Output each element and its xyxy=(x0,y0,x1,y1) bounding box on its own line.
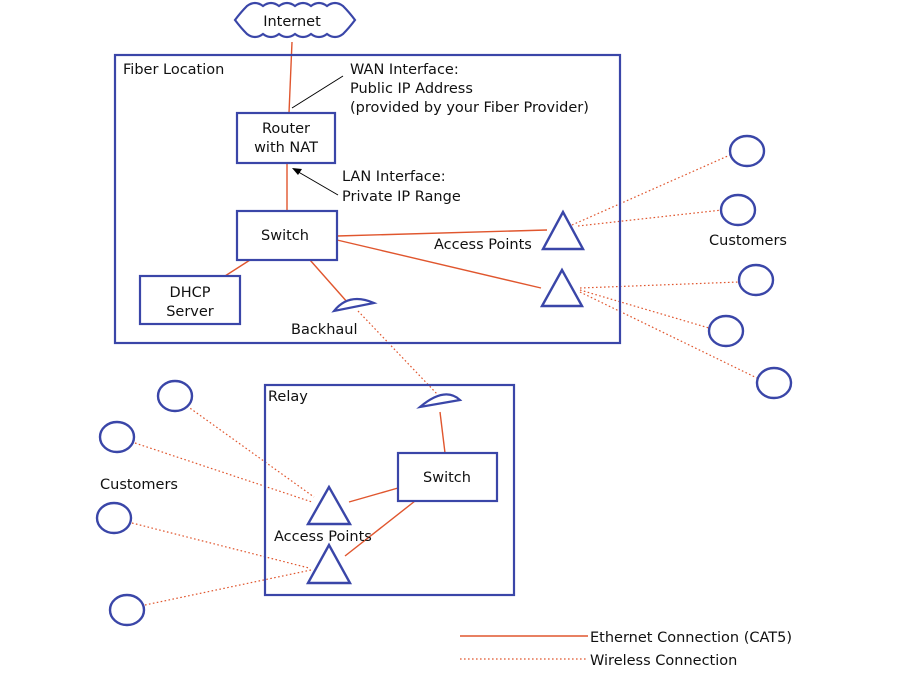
relay-switch-ap2-link xyxy=(344,500,416,557)
fiber-location-box xyxy=(113,53,622,345)
access-point-icon xyxy=(305,484,353,526)
customer-icon xyxy=(737,263,775,297)
legend-ethernet-label: Ethernet Connection (CAT5) xyxy=(590,630,792,646)
ap2-customer-link xyxy=(579,289,710,329)
customer-icon xyxy=(95,501,133,535)
switch-backhaul-link xyxy=(309,259,349,304)
customer-icon xyxy=(728,134,766,168)
router-label-line1: Router xyxy=(262,121,310,137)
switch-ap1-link xyxy=(336,229,548,237)
customer-icon xyxy=(108,593,146,627)
relay-box xyxy=(263,383,516,597)
relay-ap1-customer-link xyxy=(134,442,313,503)
ap2-customer-link xyxy=(579,281,740,289)
access-point-icon xyxy=(540,209,586,251)
backhaul-dish-icon xyxy=(331,297,378,313)
backhaul-wireless-link xyxy=(357,310,439,396)
customer-icon xyxy=(98,420,136,454)
relay-ap2-customer-link xyxy=(131,522,310,569)
fiber-customers-label: Customers xyxy=(709,233,787,249)
access-point-icon xyxy=(305,542,353,585)
relay-access-points-label: Access Points xyxy=(274,529,372,545)
customer-icon xyxy=(719,193,757,227)
relay-dish-icon xyxy=(416,393,463,409)
dhcp-label-line1: DHCP xyxy=(170,285,211,301)
legend-wireless-label: Wireless Connection xyxy=(590,653,737,669)
fiber-switch-node xyxy=(235,209,339,262)
dhcp-label-line2: Server xyxy=(166,304,214,320)
dhcp-server-node xyxy=(138,274,242,326)
customer-icon xyxy=(755,366,793,400)
lan-callout-line xyxy=(294,169,339,196)
fiber-location-title: Fiber Location xyxy=(123,62,224,78)
backhaul-label: Backhaul xyxy=(291,322,358,338)
switch-ap2-link xyxy=(336,239,542,289)
access-point-icon xyxy=(539,267,585,308)
relay-ap1-customer-link xyxy=(186,405,315,498)
wan-note-line1: WAN Interface: xyxy=(350,62,459,78)
wan-note-line2: Public IP Address xyxy=(350,81,473,97)
fiber-access-points-label: Access Points xyxy=(434,237,532,253)
lan-note-line1: LAN Interface: xyxy=(342,169,446,185)
internet-router-link xyxy=(288,41,293,114)
internet-cloud-icon xyxy=(233,1,357,39)
router-node xyxy=(235,111,337,165)
relay-customers-label: Customers xyxy=(100,477,178,493)
switch-dhcp-link xyxy=(224,259,251,277)
internet-label: Internet xyxy=(263,14,321,30)
relay-title: Relay xyxy=(268,389,308,405)
lan-callout-arrowhead xyxy=(292,168,302,175)
relay-ap2-customer-link xyxy=(144,569,312,606)
ap1-customer-link xyxy=(571,154,731,226)
customer-icon xyxy=(707,314,745,348)
relay-dish-switch-link xyxy=(439,411,446,454)
wan-callout-line xyxy=(291,75,344,109)
relay-switch-node xyxy=(396,451,499,503)
ap1-customer-link xyxy=(577,209,723,227)
customer-icon xyxy=(156,379,194,413)
relay-switch-ap1-link xyxy=(348,487,399,503)
ap2-customer-link xyxy=(579,291,758,379)
fiber-switch-label: Switch xyxy=(261,228,309,244)
router-label-line2: with NAT xyxy=(254,140,318,156)
relay-switch-label: Switch xyxy=(423,470,471,486)
lan-note-line2: Private IP Range xyxy=(342,189,461,205)
wan-note-line3: (provided by your Fiber Provider) xyxy=(350,100,589,116)
